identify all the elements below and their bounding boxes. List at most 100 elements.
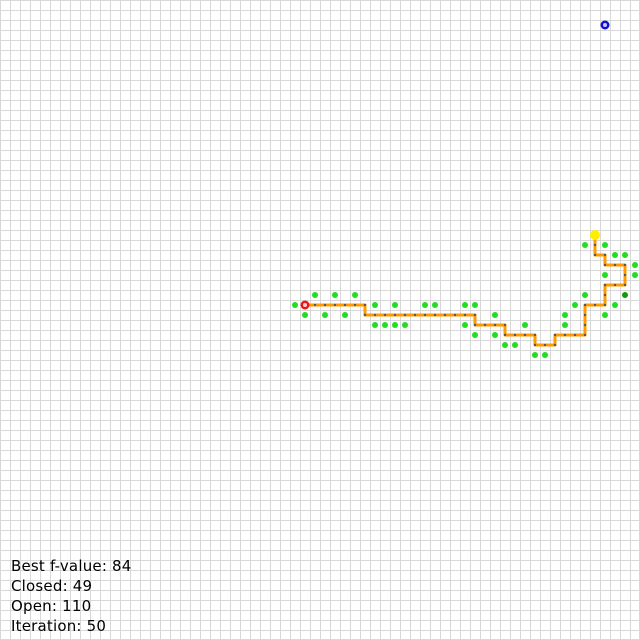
open-node [612, 302, 618, 308]
open-node [292, 302, 298, 308]
open-node [462, 322, 468, 328]
path-node [453, 313, 457, 317]
path-node [593, 243, 597, 247]
open-node [612, 252, 618, 258]
open-node [512, 342, 518, 348]
open-node [372, 302, 378, 308]
path-node [593, 303, 597, 307]
path-node [353, 303, 357, 307]
path-node [333, 303, 337, 307]
open-node [522, 322, 528, 328]
open-node [582, 292, 588, 298]
path-node [603, 283, 607, 287]
open-node [332, 292, 338, 298]
path-node [393, 313, 397, 317]
open-node [352, 292, 358, 298]
path-node [513, 333, 517, 337]
open-count-label: Open: 110 [11, 597, 92, 615]
path-node [603, 303, 607, 307]
path-node [623, 273, 627, 277]
path-node [433, 313, 437, 317]
path-node [603, 293, 607, 297]
open-node [472, 302, 478, 308]
node-layer [292, 20, 638, 358]
best-f-value-label: Best f-value: 84 [11, 557, 132, 575]
open-node [632, 272, 638, 278]
current-node [590, 230, 600, 240]
path-node [563, 333, 567, 337]
goal-node-center [603, 23, 607, 27]
open-node [492, 332, 498, 338]
open-node [422, 302, 428, 308]
path-node [383, 313, 387, 317]
open-node [312, 292, 318, 298]
path-node [623, 263, 627, 267]
open-node [632, 262, 638, 268]
open-node [472, 332, 478, 338]
path-node [403, 313, 407, 317]
path-node [613, 263, 617, 267]
path-node [583, 323, 587, 327]
open-node [562, 312, 568, 318]
open-node [602, 312, 608, 318]
path-node [583, 313, 587, 317]
open-node [492, 312, 498, 318]
path-node [483, 323, 487, 327]
open-node [302, 312, 308, 318]
path-node [373, 313, 377, 317]
path-node [523, 333, 527, 337]
open-node [462, 302, 468, 308]
path-node [493, 323, 497, 327]
open-node [602, 242, 608, 248]
open-node [572, 302, 578, 308]
iteration-count-label: Iteration: 50 [11, 617, 107, 635]
open-node [562, 322, 568, 328]
open-node [392, 322, 398, 328]
search-stats-panel: Best f-value: 84 Closed: 49 Open: 110 It… [11, 556, 132, 636]
closed-count-label: Closed: 49 [11, 577, 93, 595]
path-node [413, 313, 417, 317]
path-node [613, 283, 617, 287]
open-node [382, 322, 388, 328]
open-node [342, 312, 348, 318]
path-node [463, 313, 467, 317]
path-layer [303, 233, 627, 347]
path-node [323, 303, 327, 307]
path-node [583, 333, 587, 337]
open-node [432, 302, 438, 308]
open-node [622, 252, 628, 258]
path-node [603, 253, 607, 257]
path-node [533, 333, 537, 337]
path-node [543, 343, 547, 347]
open-node [542, 352, 548, 358]
path-node [473, 313, 477, 317]
path-node [623, 283, 627, 287]
open-node [322, 312, 328, 318]
path-node [573, 333, 577, 337]
open-node [602, 272, 608, 278]
path-node [553, 343, 557, 347]
path-node [343, 303, 347, 307]
path-node [503, 323, 507, 327]
open-node [372, 322, 378, 328]
open-node [402, 322, 408, 328]
path-node [583, 303, 587, 307]
path-node [423, 313, 427, 317]
path-node [363, 303, 367, 307]
path-node [593, 253, 597, 257]
path-node [553, 333, 557, 337]
open-node [392, 302, 398, 308]
open-node [582, 242, 588, 248]
closed-node [622, 292, 628, 298]
open-node [502, 342, 508, 348]
start-node-center [303, 303, 307, 307]
path-node [313, 303, 317, 307]
path-node [533, 343, 537, 347]
path-node [473, 323, 477, 327]
path-node [603, 263, 607, 267]
path-node [503, 333, 507, 337]
path-node [443, 313, 447, 317]
open-node [532, 352, 538, 358]
